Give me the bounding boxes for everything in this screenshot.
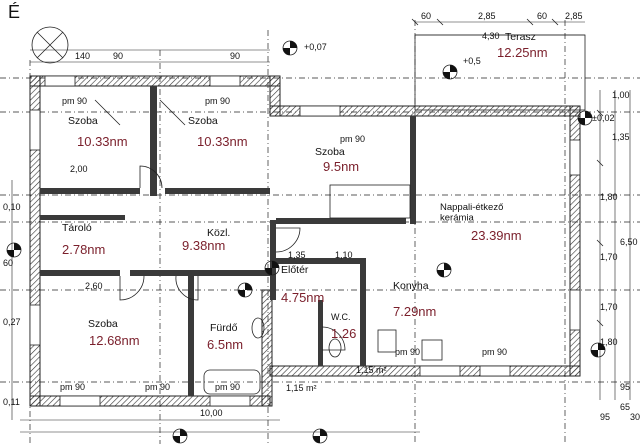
dim-text: 1,70 <box>600 302 618 312</box>
doors <box>94 99 346 351</box>
dim-text: 0,27 <box>3 317 21 327</box>
opening-notes: pm 90 pm 90 pm 90 pm 90 pm 90 pm 90 pm 9… <box>60 96 507 392</box>
room-name: Tároló <box>62 222 92 234</box>
dim-text: 1,35 <box>612 132 630 142</box>
room-area: 10.33nm <box>197 134 248 149</box>
room-area: 9.5nm <box>323 159 359 174</box>
room-name: Fürdő <box>210 322 238 334</box>
north-label: É <box>8 2 20 22</box>
room-area: 10.33nm <box>77 134 128 149</box>
level-text: +0,07 <box>304 42 327 52</box>
dim-text: 1,80 <box>600 337 618 347</box>
dim-text: 1,80 <box>600 192 618 202</box>
dim-text: 95 <box>600 412 610 422</box>
dim-text: 1,70 <box>600 252 618 262</box>
room-area: 7.29nm <box>393 304 436 319</box>
dim-text: 90 <box>113 51 123 61</box>
sink <box>377 329 397 353</box>
dim-text: 65 <box>620 402 630 412</box>
room-area: 1.26 <box>331 326 356 341</box>
opening-note: pm 90 <box>340 134 365 144</box>
stove <box>421 339 443 361</box>
room-area: 23.39nm <box>471 228 522 243</box>
dim-text: 0,10 <box>3 202 21 212</box>
dim-text: 60 <box>537 11 547 21</box>
room-labels: Szoba 10.33nm Szoba 10.33nm Szoba 9.5nm … <box>62 31 548 352</box>
dim-text: 2,60 <box>85 281 103 291</box>
dim-text: 6,50 <box>620 237 638 247</box>
dim-text: 140 <box>75 51 90 61</box>
room-name: Terasz <box>505 31 536 43</box>
dim-text: 30 <box>630 412 640 422</box>
dimension-texts: 60 2,85 60 2,85 140 90 90 +0,07 +0,5 ±0,… <box>3 11 640 422</box>
room-name: Előtér <box>281 264 309 276</box>
room-area: 9.38nm <box>182 238 225 253</box>
dim-text: 1,10 <box>335 250 353 260</box>
dim-text: 90 <box>230 51 240 61</box>
level-text: +0,5 <box>463 56 481 66</box>
washbasin <box>251 317 265 339</box>
room-name: Szoba <box>315 146 345 158</box>
dim-text: 60 <box>3 258 13 268</box>
area-note: 1,15 m² <box>356 365 387 375</box>
room-name: Közl. <box>207 227 230 239</box>
room-area: 6.5nm <box>207 337 243 352</box>
room-name: Szoba <box>188 115 218 127</box>
room-name: Szoba <box>68 115 98 127</box>
opening-note: pm 90 <box>60 382 85 392</box>
dim-text: 60 <box>421 11 431 21</box>
room-name: Szoba <box>88 318 118 330</box>
room-area: 12.68nm <box>89 333 140 348</box>
room-area: 2.78nm <box>62 242 105 257</box>
fixtures <box>203 184 443 395</box>
dim-text: 1,00 <box>612 90 630 100</box>
interior-walls <box>40 86 416 396</box>
room-name: W.C. <box>331 312 351 322</box>
level-markers <box>6 40 606 444</box>
dim-text: 10,00 <box>200 408 223 418</box>
bathtub <box>203 369 261 395</box>
dim-text: 1,35 <box>288 250 306 260</box>
opening-note: pm 90 <box>482 347 507 357</box>
room-area: 4.75nm <box>281 290 324 305</box>
dim-text: 2,85 <box>565 11 583 21</box>
dim-text: 4,30 <box>482 31 500 41</box>
level-text: ±0,02 <box>592 113 614 123</box>
room-area: 12.25nm <box>497 45 548 60</box>
north-arrow <box>31 26 69 64</box>
dim-text: 2,85 <box>478 11 496 21</box>
bed <box>329 184 411 219</box>
dim-text: 95 <box>620 382 630 392</box>
dim-text: 0,11 <box>3 397 20 407</box>
opening-note: pm 90 <box>205 96 230 106</box>
area-note: 1,15 m² <box>286 383 317 393</box>
opening-note: pm 90 <box>395 347 420 357</box>
windows <box>29 75 581 407</box>
opening-note: pm 90 <box>62 96 87 106</box>
dim-text: 2,00 <box>70 164 88 174</box>
opening-note: pm 90 <box>145 382 170 392</box>
room-name: Konyha <box>393 280 429 292</box>
toilet <box>328 338 342 358</box>
opening-note: pm 90 <box>215 382 240 392</box>
